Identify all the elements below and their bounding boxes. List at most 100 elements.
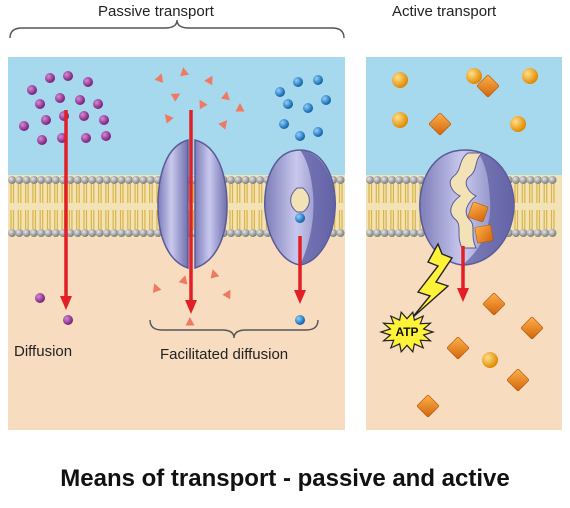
lipid-head (95, 229, 104, 237)
facilitated-sphere (275, 87, 285, 97)
lipid-head (73, 176, 82, 184)
lipid-head (66, 176, 75, 184)
lipid-head (380, 176, 389, 184)
facilitated-sphere (303, 103, 313, 113)
lipid-head (373, 176, 382, 184)
diffusion-particle (41, 115, 51, 125)
lipid-head (395, 229, 404, 237)
diamond-solute (417, 395, 439, 417)
lipid-head (409, 176, 418, 184)
triangle-solute (235, 103, 245, 112)
lipid-head (519, 176, 528, 184)
lipid-head (512, 176, 520, 184)
lipid-head (15, 229, 24, 237)
transport-arrows (60, 110, 469, 314)
lipid-head (132, 176, 141, 184)
lipid-head (256, 229, 265, 237)
transport-arrow-head (457, 288, 469, 302)
lipid-head (366, 176, 374, 184)
pump-protein-shading (462, 152, 515, 265)
diffusion-particle (101, 131, 111, 141)
diffusion-particle (83, 77, 93, 87)
lipid-head (88, 229, 97, 237)
triangle-solute (180, 67, 190, 77)
lipid-head (146, 229, 155, 237)
lipid-head (139, 176, 148, 184)
triangle-solute (204, 75, 213, 86)
lipid-head (541, 229, 550, 237)
triangle-solute (164, 114, 174, 124)
diffusion-label: Diffusion (14, 343, 73, 360)
lipid-head (146, 176, 155, 184)
lipid-head (102, 176, 111, 184)
lipid-head (541, 176, 550, 184)
diffusion-particle (99, 115, 109, 125)
lipid-head (8, 176, 16, 184)
lipid-head (95, 176, 104, 184)
lipid-head (124, 176, 133, 184)
lipid-head (380, 229, 389, 237)
diamond-solute (521, 317, 543, 339)
lipid-head (248, 229, 257, 237)
transport-arrow-head (185, 300, 197, 314)
lipid-head (51, 176, 60, 184)
lipid-head (37, 176, 46, 184)
triangle-solute (220, 91, 230, 101)
lipid-head (29, 229, 38, 237)
lipid-head (51, 229, 60, 237)
facilitated-sphere (283, 99, 293, 109)
lipid-head (409, 229, 418, 237)
lipid-head (373, 229, 382, 237)
lipid-head (336, 229, 345, 237)
lipid-head (73, 229, 82, 237)
lipid-head (117, 229, 126, 237)
lipid-head (66, 229, 75, 237)
lipid-head (227, 229, 235, 237)
diffusion-particle (35, 99, 45, 109)
diamond-solute (477, 75, 499, 97)
lipid-head (110, 176, 119, 184)
lipid-head (8, 229, 16, 237)
lipid-head (402, 229, 411, 237)
triangle-solute (218, 120, 228, 130)
triangle-solute (170, 93, 181, 102)
lipid-head (234, 176, 243, 184)
active-sphere (510, 116, 526, 132)
diffusion-particle (27, 85, 37, 95)
diamond-solute (467, 201, 489, 223)
lipid-head (88, 176, 97, 184)
lipid-head (533, 229, 542, 237)
facilitated-sphere (295, 315, 305, 325)
diffusion-particle (81, 133, 91, 143)
channel-protein (157, 139, 228, 270)
lipid-head (248, 176, 257, 184)
diffusion-particle (45, 73, 55, 83)
lipid-head (227, 176, 235, 184)
lipid-head (132, 229, 141, 237)
triangle-solute (210, 269, 220, 279)
facilitated-sphere (293, 77, 303, 87)
triangle-solute (152, 283, 162, 293)
facilitated-sphere (295, 213, 305, 223)
diamond-solute (447, 337, 469, 359)
lipid-head (402, 176, 411, 184)
diffusion-particle (75, 95, 85, 105)
lipid-head (526, 229, 535, 237)
lipid-head (22, 229, 31, 237)
active-sphere (392, 72, 408, 88)
active-sphere (392, 112, 408, 128)
lipid-head (512, 229, 520, 237)
lipid-head (241, 176, 250, 184)
passive-header-bracket (9, 19, 345, 39)
facilitated-sphere (321, 95, 331, 105)
atp-burst-icon (379, 310, 435, 354)
diffusion-particle (63, 315, 73, 325)
diffusion-particle (55, 93, 65, 103)
pump-protein-binding-sites (449, 152, 484, 249)
lipid-head (417, 229, 426, 237)
lipid-head (526, 176, 535, 184)
diamond-solute (483, 293, 505, 315)
triangle-solute (154, 73, 164, 83)
